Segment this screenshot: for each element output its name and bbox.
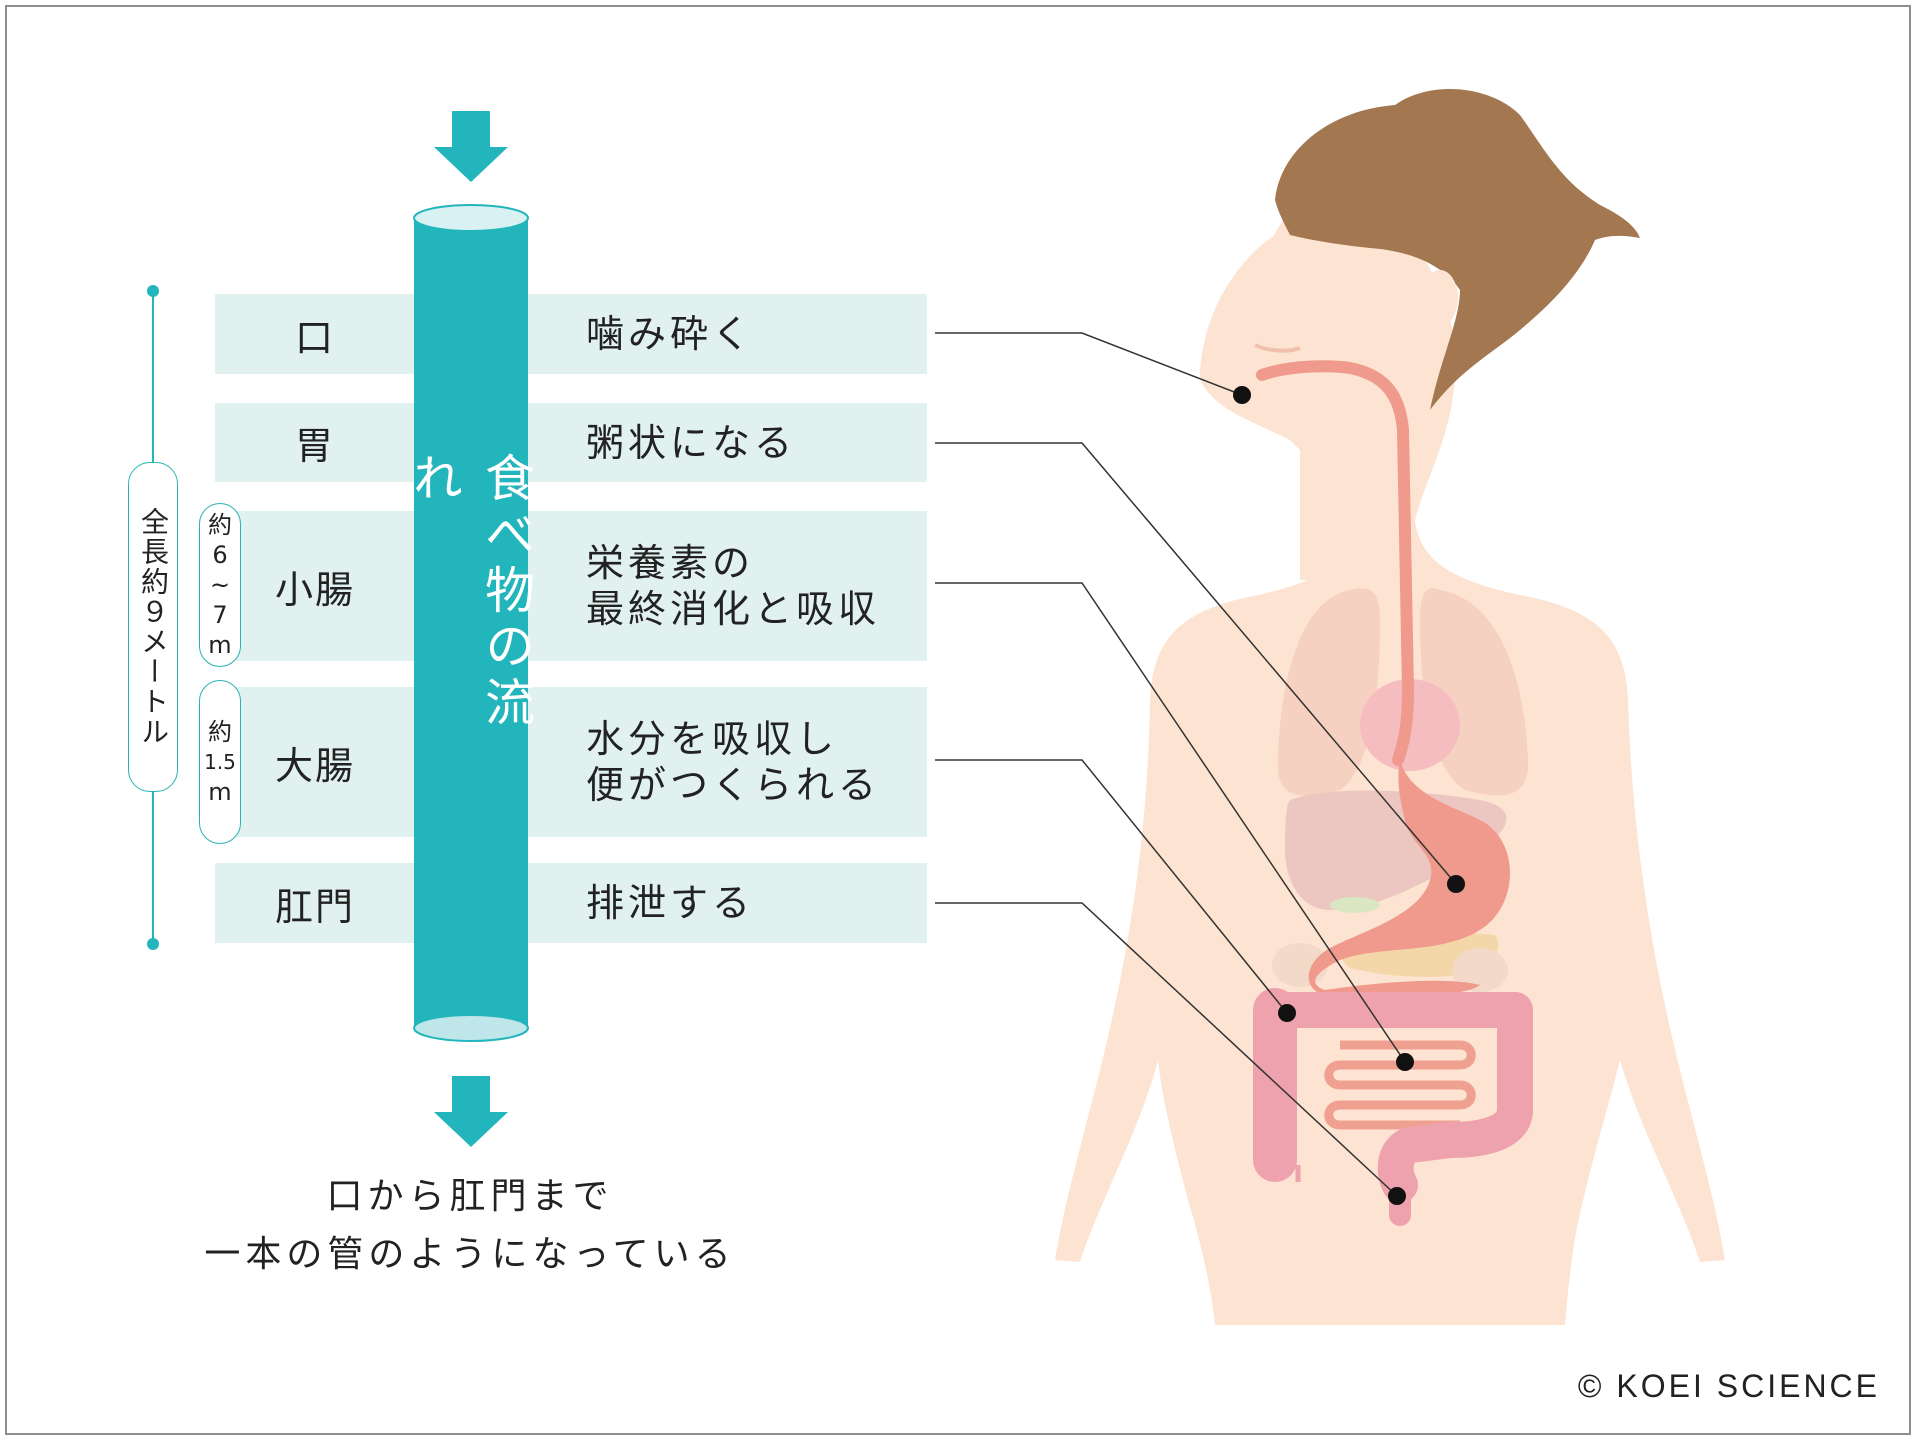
row-band-large-intestine <box>215 687 927 837</box>
organ-label-small-intestine: 小腸 <box>274 567 355 612</box>
small-intestine-length-badge: 約 6 ~ 7 m <box>199 503 241 667</box>
row-band-stomach <box>215 403 927 482</box>
food-flow-tube <box>413 204 529 1042</box>
caption-line: 口から肛門まで <box>326 1176 614 1217</box>
gallbladder <box>1330 897 1380 913</box>
copyright-notice: © KOEI SCIENCE <box>1577 1368 1880 1404</box>
ear <box>1422 270 1458 326</box>
hair <box>1275 88 1640 411</box>
row-band-mouth <box>215 294 927 374</box>
marker-dot-stomach <box>1447 875 1465 893</box>
length-part: 約 <box>208 718 232 746</box>
length-part: 6 <box>212 541 228 569</box>
marker-dot-anus <box>1388 1187 1406 1205</box>
organ-label-anus: 肛門 <box>274 884 355 929</box>
organ-label-large-intestine: 大腸 <box>274 743 355 788</box>
length-part: m <box>208 778 232 806</box>
description-anus: 排泄する <box>586 863 916 943</box>
stomach <box>1308 760 1510 998</box>
total-length-text: 全長約９メートル <box>137 507 170 747</box>
left-lung <box>1277 588 1380 796</box>
length-part: m <box>208 631 232 659</box>
small-intestine <box>1324 1040 1476 1130</box>
length-part: 7 <box>212 601 228 629</box>
description-line: 栄養素の <box>586 541 755 585</box>
description-small-intestine: 栄養素の 最終消化と吸収 <box>586 511 916 661</box>
row-band-small-intestine <box>215 511 927 661</box>
tube-label: 食べ物の流れ <box>405 452 535 782</box>
esophagus <box>1256 360 1415 766</box>
length-part: ~ <box>209 571 231 599</box>
description-stomach: 粥状になる <box>586 403 916 482</box>
description-line: 噛み砕く <box>586 312 755 356</box>
description-line: 水分を吸収し <box>586 717 839 761</box>
caption-line: 一本の管のようになっている <box>204 1234 736 1275</box>
body-silhouette <box>1055 215 1725 1325</box>
human-body-illustration <box>935 88 1725 1325</box>
caption: 口から肛門まで 一本の管のようになっている <box>150 1168 790 1284</box>
description-line: 粥状になる <box>586 420 797 465</box>
right-kidney <box>1452 948 1508 992</box>
flow-arrow-bottom <box>434 1076 508 1147</box>
large-intestine-length-badge: 約 1.5 m <box>199 680 241 844</box>
description-mouth: 噛み砕く <box>586 294 916 374</box>
description-line: 最終消化と吸収 <box>586 587 881 631</box>
mouth-line <box>1254 343 1301 353</box>
leader-lines <box>935 332 1457 1197</box>
marker-dot-mouth <box>1233 386 1251 404</box>
description-large-intestine: 水分を吸収し 便がつくられる <box>586 687 916 837</box>
organ-label-mouth: 口 <box>294 315 335 360</box>
length-part: 1.5 <box>204 750 236 774</box>
flow-arrow-top <box>434 111 508 182</box>
row-band-anus <box>215 863 927 943</box>
organ-label-stomach: 胃 <box>294 424 335 468</box>
description-line: 排泄する <box>586 881 755 925</box>
length-part: 約 <box>208 511 232 539</box>
marker-dot-small-intestine <box>1396 1053 1414 1071</box>
total-length-badge: 全長約９メートル <box>128 462 178 792</box>
marker-dot-large-intestine <box>1278 1004 1296 1022</box>
description-line: 便がつくられる <box>586 763 881 807</box>
